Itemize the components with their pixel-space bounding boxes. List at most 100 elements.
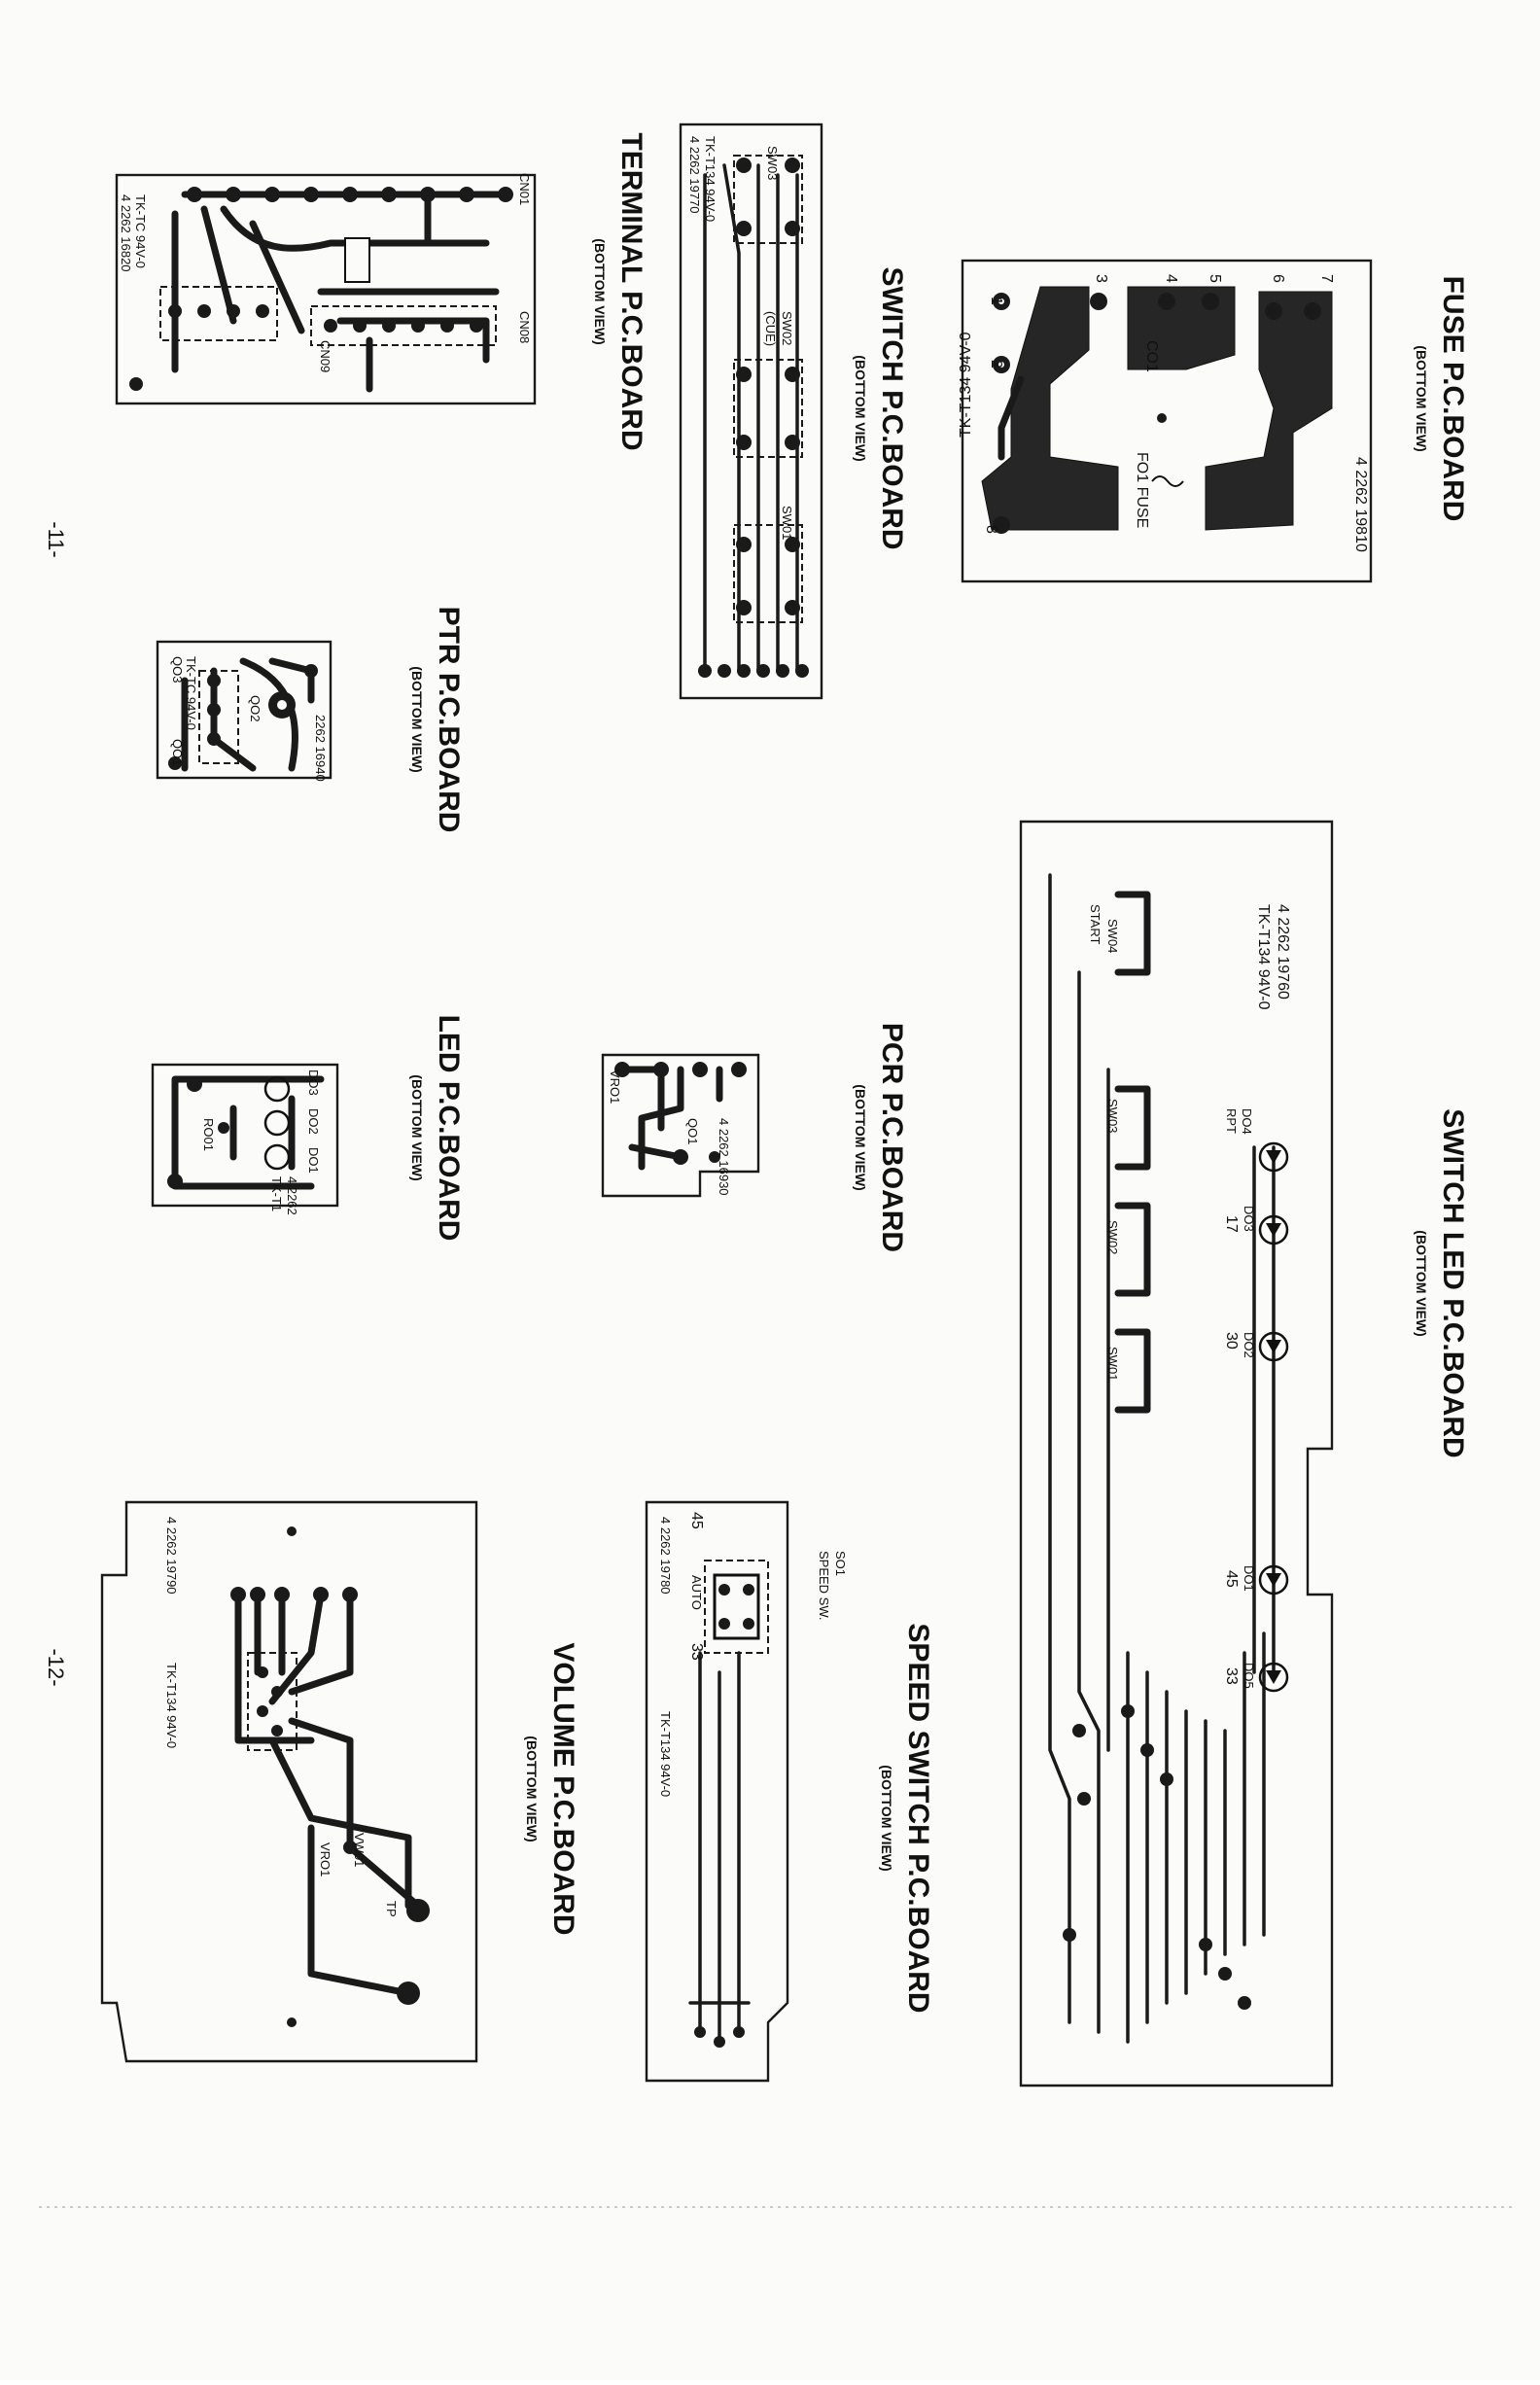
terminal-board-pads (129, 187, 513, 391)
sw04-label: SW04 (1105, 919, 1120, 953)
speed-45-label: 45 (1223, 1570, 1240, 1588)
switch-led-switch-pads (1114, 891, 1151, 1414)
sw01-label: SW01 (780, 506, 794, 540)
ptr-board-view: (BOTTOM VIEW) (409, 666, 425, 772)
pcr-part-number: 4 2262 16930 (717, 1118, 731, 1196)
led-board: LED P.C.BOARD (BOTTOM VIEW) DO3 DO2 DO1 … (151, 1015, 465, 1241)
fuse-co1-label: CO1 (1143, 340, 1160, 372)
volume-board-view: (BOTTOM VIEW) (524, 1736, 540, 1841)
speed-board-pads (694, 1584, 754, 2048)
switch-board-traces (703, 163, 799, 673)
terminal-pcb-code: TK-TC 94V-0 (133, 194, 148, 268)
sw03-outline (733, 155, 803, 244)
volume-board-title: VOLUME P.C.BOARD (547, 1642, 579, 1935)
fuse-board-view: (BOTTOM VIEW) (1414, 345, 1429, 451)
terminal-board: TERMINAL P.C.BOARD (BOTTOM VIEW) CN01 CN… (115, 132, 648, 451)
speed-switch-outline (704, 1560, 769, 1654)
do4-label: DO4 (1240, 1108, 1254, 1135)
led-board-outline (151, 1063, 339, 1208)
volume-pcb-code: TK-T134 94V-0 (164, 1663, 179, 1748)
fuse-pad-7 (1304, 302, 1321, 320)
sw03-label: SW03 (765, 146, 780, 180)
pcr-board-traces (618, 1066, 723, 1171)
fuse-pin-3-label: 3 (1093, 274, 1109, 283)
speed-switch-board: SPEED SWITCH P.C.BOARD (BOTTOM VIEW) SO1… (645, 1500, 934, 2083)
volume-board-traces (234, 1591, 422, 1997)
speed-board-view: (BOTTOM VIEW) (879, 1765, 894, 1871)
ptr-q03-label: QO3 (170, 656, 185, 683)
switch-board: SWITCH P.C.BOARD (BOTTOM VIEW) SW03 SW02… (679, 123, 908, 700)
fuse-pin-1-label: 1 (988, 297, 1004, 305)
cn09-outline (159, 286, 278, 341)
cue-label: (CUE) (763, 311, 778, 346)
cn01-label: CN01 (517, 173, 532, 205)
page-number-12: -12- (44, 1648, 68, 1686)
do5-label: DO5 (1242, 1663, 1256, 1689)
led-part-number: 4 2262 (285, 1176, 299, 1215)
led-board-traces (171, 1075, 325, 1190)
fuse-pin-2-label: 2 (988, 360, 1004, 368)
ptr-board-title: PTR P.C.BOARD (433, 607, 465, 833)
speed-sw-label: SPEED SW. (817, 1551, 831, 1621)
fuse-fo1-label: FO1 FUSE (1134, 452, 1150, 528)
speed-board-traces (688, 1651, 751, 2044)
terminal-board-outline (115, 173, 537, 405)
fuse-board-title: FUSE P.C.BOARD (1437, 276, 1469, 522)
switch-led-pads (1063, 1704, 1251, 2010)
speed-part-number: 4 2262 19780 (658, 1517, 673, 1595)
fuse-pad-3 (1090, 293, 1107, 310)
ptr-part-number: 2262 16940 (313, 715, 328, 782)
ptr-q02-label: QO2 (248, 695, 262, 721)
fuse-pad-5 (1202, 293, 1219, 310)
sw01-outline (733, 524, 803, 623)
fuse-pin-8-label: 8 (983, 525, 999, 534)
switch-part-number: 4 2262 19770 (687, 136, 702, 214)
ptr-board-pads (168, 664, 318, 770)
pcr-q01-label: QO1 (685, 1118, 700, 1144)
fuse-pad-8 (993, 516, 1010, 534)
fuse-copper-left (981, 286, 1119, 531)
fuse-board: FUSE P.C.BOARD (BOTTOM VIEW) 1 2 3 4 5 6… (958, 259, 1469, 583)
switch-led-board-view: (BOTTOM VIEW) (1414, 1230, 1429, 1336)
switch-led-board-title: SWITCH LED P.C.BOARD (1437, 1108, 1469, 1457)
led-ro01-label: RO01 (201, 1118, 216, 1151)
fuse-symbol (1151, 475, 1184, 487)
speed-17-label: 17 (1223, 1215, 1240, 1233)
switch-led-board: SWITCH LED P.C.BOARD (BOTTOM VIEW) 4 226… (1019, 820, 1469, 2087)
switch-led-diodes (1258, 1141, 1289, 1693)
pcr-board-pads (614, 1062, 747, 1165)
ptr-board-outline (156, 640, 332, 780)
fuse-copper-right (1205, 291, 1333, 531)
switch-led-pcb-code: TK-T134 94V-0 (1255, 904, 1272, 1010)
switch-pcb-code: TK-T134 94V-0 (703, 136, 718, 222)
fuse-pin-6-label: 6 (1270, 274, 1286, 283)
fuse-pcb-code: TK-T134 94V-0 (958, 332, 974, 438)
speed-switch-body (713, 1573, 760, 1640)
speed-auto-mark: AUTO (689, 1575, 704, 1610)
volume-part-number: 4 2262 19790 (164, 1517, 179, 1595)
led-board-view: (BOTTOM VIEW) (409, 1074, 425, 1180)
pcr-board: PCR P.C.BOARD (BOTTOM VIEW) VRO1 QO1 4 2… (601, 1023, 908, 1252)
volume-board-pads (230, 1526, 430, 2027)
terminal-ic (344, 237, 370, 283)
speed-30-label: 30 (1223, 1332, 1240, 1350)
cn08-label: CN08 (517, 311, 532, 343)
start-label: START (1088, 904, 1102, 944)
switch-led-board-outline (1019, 820, 1334, 2087)
led-do1-label: DO1 (306, 1147, 321, 1174)
led-do3-label: DO3 (306, 1070, 321, 1096)
fuse-trace-1 (998, 375, 1025, 461)
terminal-board-title: TERMINAL P.C.BOARD (615, 132, 648, 450)
speed-board-title: SPEED SWITCH P.C.BOARD (902, 1623, 934, 2013)
led-pcb-code: TK-T1 (269, 1176, 284, 1211)
speed-board-outline (645, 1500, 789, 2083)
volume-vw01-label: VW01 (352, 1833, 367, 1867)
volume-vr01-label: VRO1 (318, 1842, 332, 1876)
terminal-part-number: 4 2262 16820 (119, 194, 133, 272)
sw02-outline (733, 359, 803, 458)
led-board-diodes (167, 1075, 291, 1189)
ptr-pcb-code: TK-TC 94V-0 (184, 656, 198, 730)
fuse-board-outline (961, 259, 1373, 583)
volume-board: VOLUME P.C.BOARD (BOTTOM VIEW) 4 2262 19… (100, 1500, 579, 2063)
switch-led-part-number: 4 2262 19760 (1275, 904, 1291, 1000)
